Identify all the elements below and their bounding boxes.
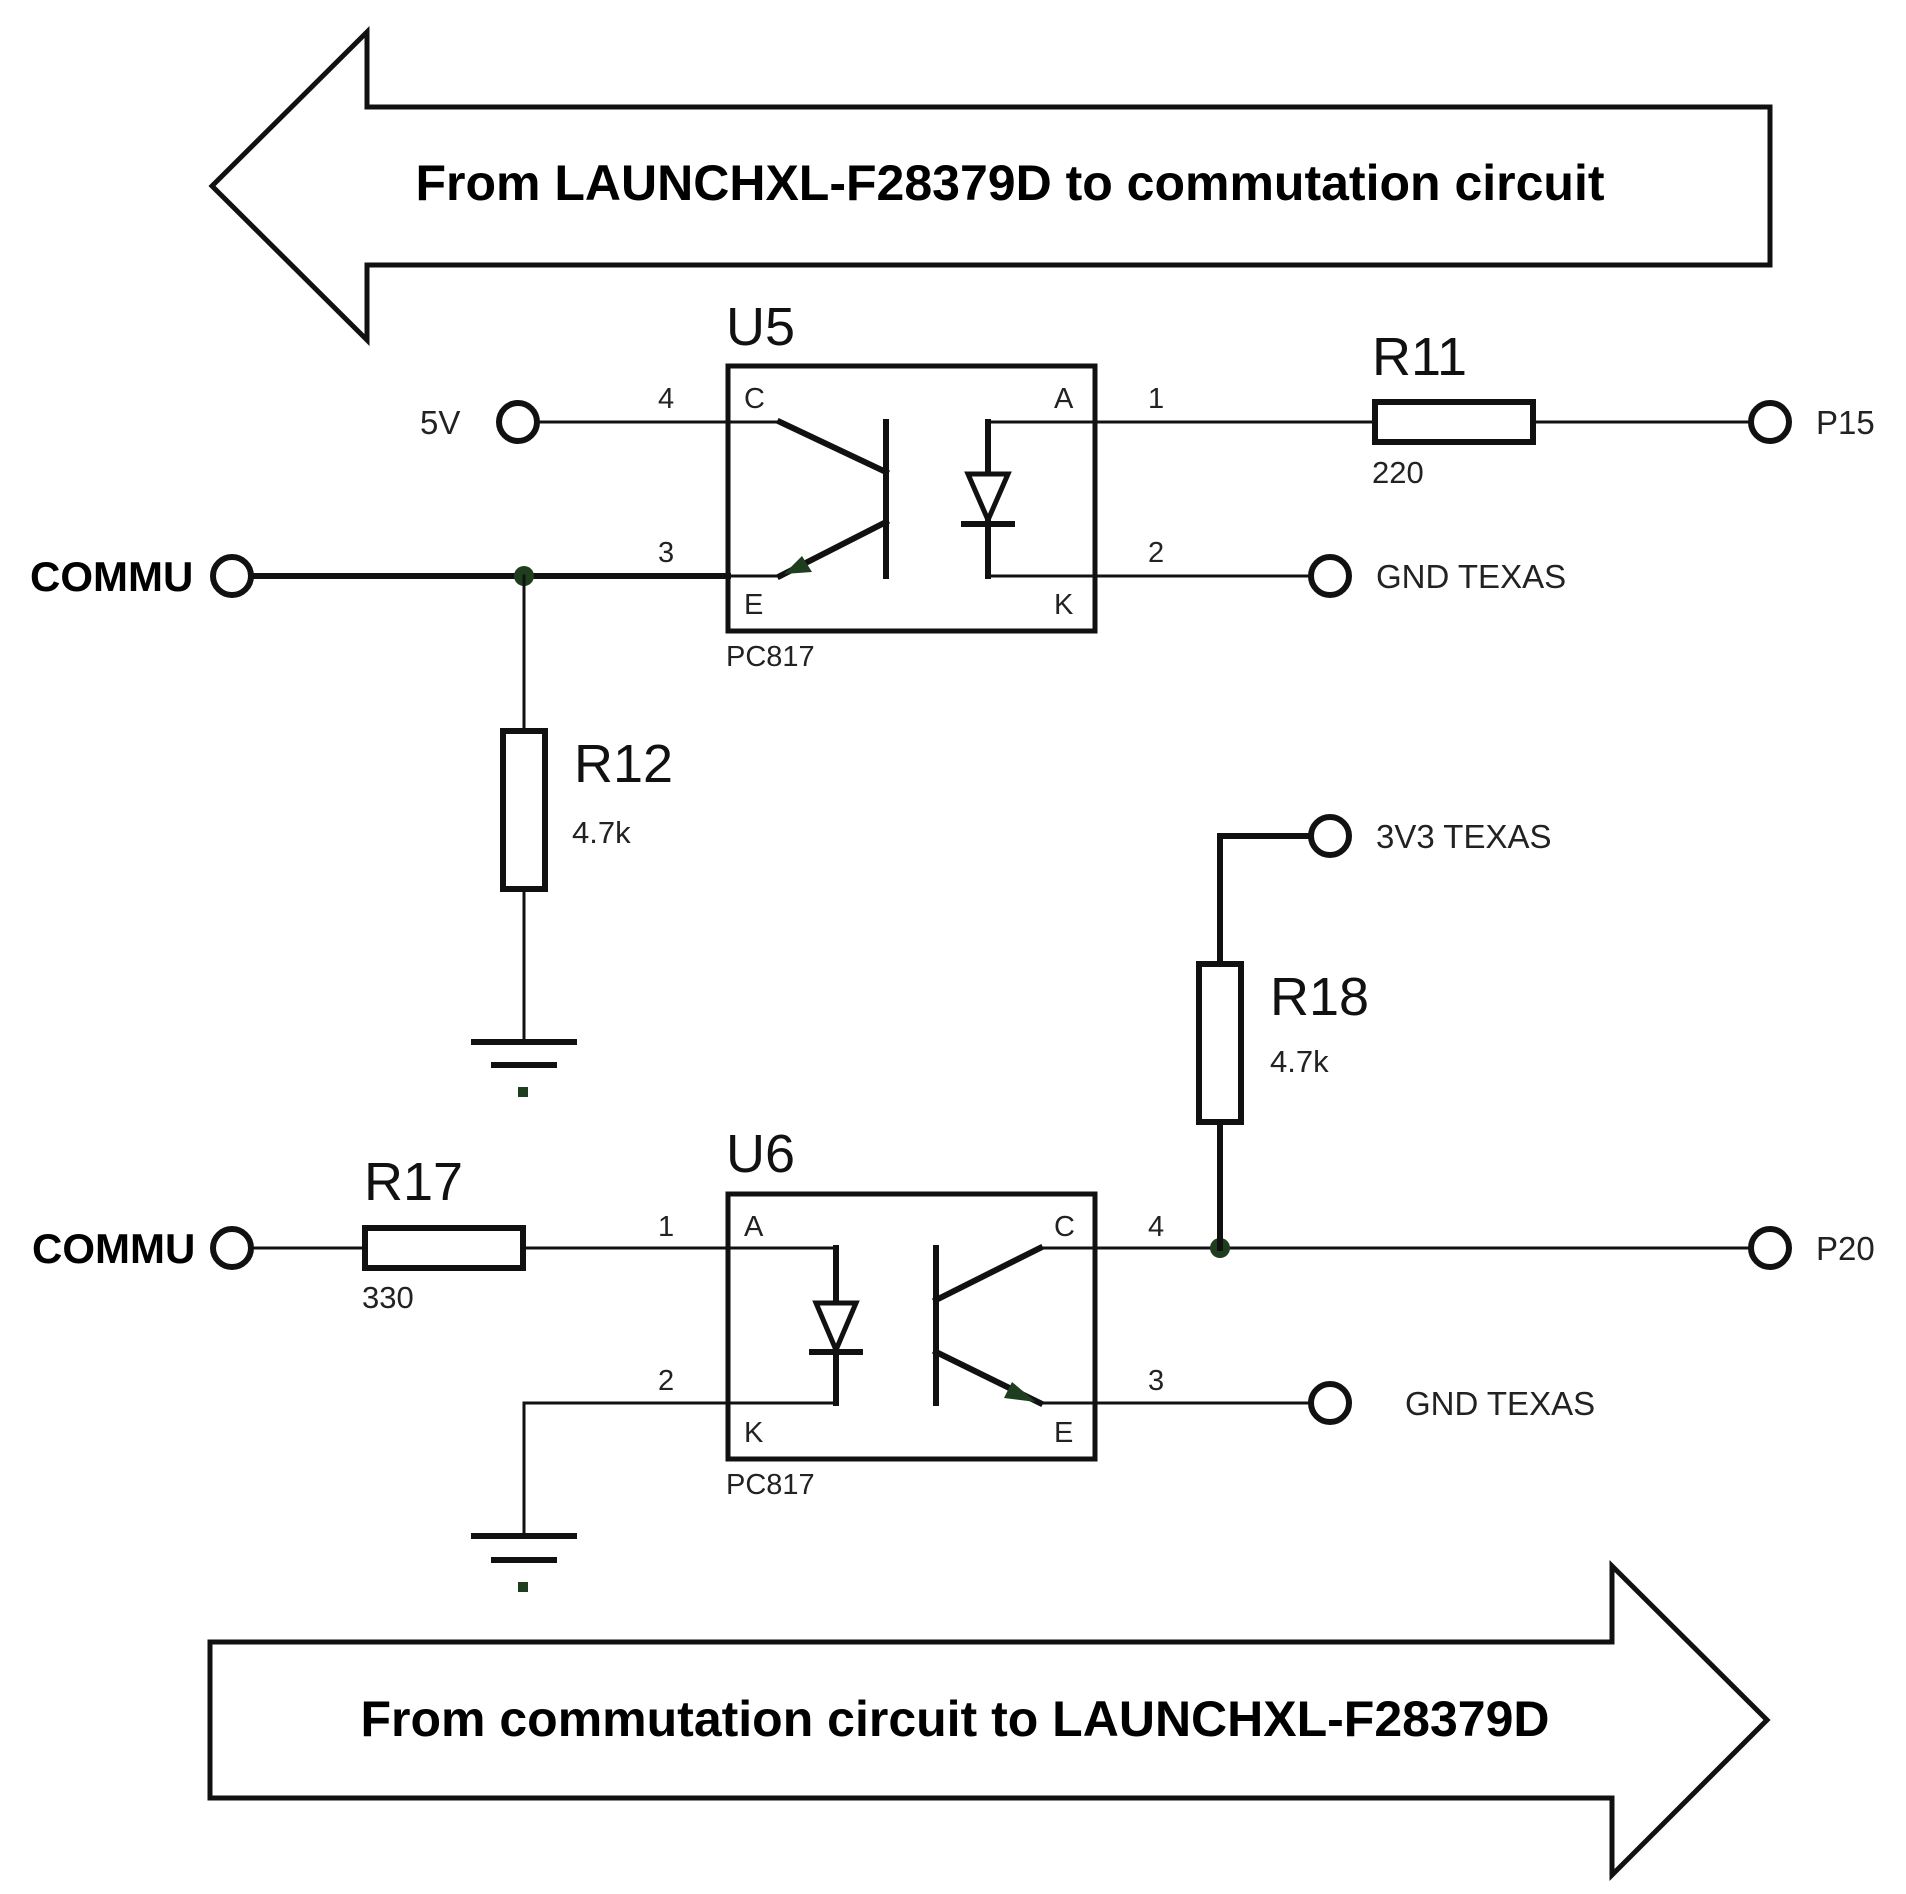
net-label-commu-top: COMMU [30, 553, 193, 600]
u5-part-label: PC817 [726, 641, 815, 673]
net-label-gnd-texas-bottom: GND TEXAS [1405, 1385, 1595, 1422]
top-direction-arrow [208, 25, 1773, 347]
net-label-gnd-texas-top: GND TEXAS [1376, 558, 1566, 595]
u5-pin-3-number: 3 [658, 537, 674, 569]
u5-led-icon [964, 471, 1012, 527]
resistor-r18 [1196, 961, 1244, 1125]
u5-pin-4-number: 4 [658, 383, 674, 415]
u5-body [725, 363, 1098, 634]
u5-pin-e-label: E [744, 589, 763, 621]
resistor-r12 [500, 728, 548, 892]
u5-pin-c-label: C [744, 383, 765, 415]
resistor-r11 [1372, 399, 1536, 445]
u6-body [725, 1191, 1098, 1462]
bottom-banner-text: From commutation circuit to LAUNCHXL-F28… [360, 1691, 1549, 1747]
bottom-direction-arrow [207, 1559, 1771, 1882]
r11-ref-label: R11 [1372, 327, 1467, 387]
terminal-3v3-texas [1308, 814, 1352, 858]
terminal-gnd-texas-top [1308, 554, 1352, 598]
u6-pin-c-label: C [1054, 1211, 1075, 1243]
terminal-p15 [1748, 400, 1792, 444]
u6-pin-4-number: 4 [1148, 1211, 1164, 1243]
u5-pin-2-number: 2 [1148, 537, 1164, 569]
terminal-commu-bottom [210, 1226, 254, 1270]
r18-ref-label: R18 [1270, 967, 1369, 1027]
terminal-commu-top [210, 554, 254, 598]
r12-ref-label: R12 [574, 734, 673, 794]
r17-value-label: 330 [362, 1280, 414, 1315]
r11-value-label: 220 [1372, 455, 1424, 490]
u6-led-icon [812, 1300, 860, 1357]
net-label-5v: 5V [420, 404, 460, 441]
terminal-gnd-texas-bottom [1308, 1381, 1352, 1425]
u6-pin-1-number: 1 [658, 1211, 674, 1243]
r12-value-label: 4.7k [572, 815, 631, 850]
terminal-p20 [1748, 1226, 1792, 1270]
optocoupler-u5: U5 PC817 C E A K 4 3 1 2 [658, 297, 1164, 673]
r18-value-label: 4.7k [1270, 1044, 1329, 1079]
u5-pin-1-number: 1 [1148, 383, 1164, 415]
u6-pin-a-label: A [744, 1211, 764, 1243]
u6-emitter-arrow [1004, 1382, 1036, 1402]
u6-part-label: PC817 [726, 1469, 815, 1501]
net-label-p20: P20 [1816, 1230, 1875, 1267]
u5-pin-a-label: A [1054, 383, 1074, 415]
wire-3v3-to-r18 [1217, 833, 1313, 967]
r17-ref-label: R17 [364, 1152, 463, 1212]
u5-pin-k-label: K [1054, 589, 1074, 621]
ground-symbol-top [471, 1039, 577, 1097]
u6-pin-k-label: K [744, 1417, 764, 1449]
terminal-5v [496, 400, 540, 444]
ground-symbol-bottom [471, 1533, 577, 1592]
u6-pin-e-label: E [1054, 1417, 1073, 1449]
u6-pin-2-number: 2 [658, 1365, 674, 1397]
resistor-r17 [362, 1225, 526, 1271]
top-banner-text: From LAUNCHXL-F28379D to commutation cir… [415, 155, 1604, 211]
net-label-commu-bottom: COMMU [32, 1225, 195, 1272]
u5-emitter-arrow [784, 556, 812, 574]
net-label-3v3-texas: 3V3 TEXAS [1376, 818, 1552, 855]
u5-ref-label: U5 [726, 297, 795, 357]
optocoupler-u6: U6 PC817 A K C E 1 2 4 3 [658, 1124, 1164, 1501]
net-label-p15: P15 [1816, 404, 1875, 441]
u6-pin-3-number: 3 [1148, 1365, 1164, 1397]
u6-ref-label: U6 [726, 1124, 795, 1184]
